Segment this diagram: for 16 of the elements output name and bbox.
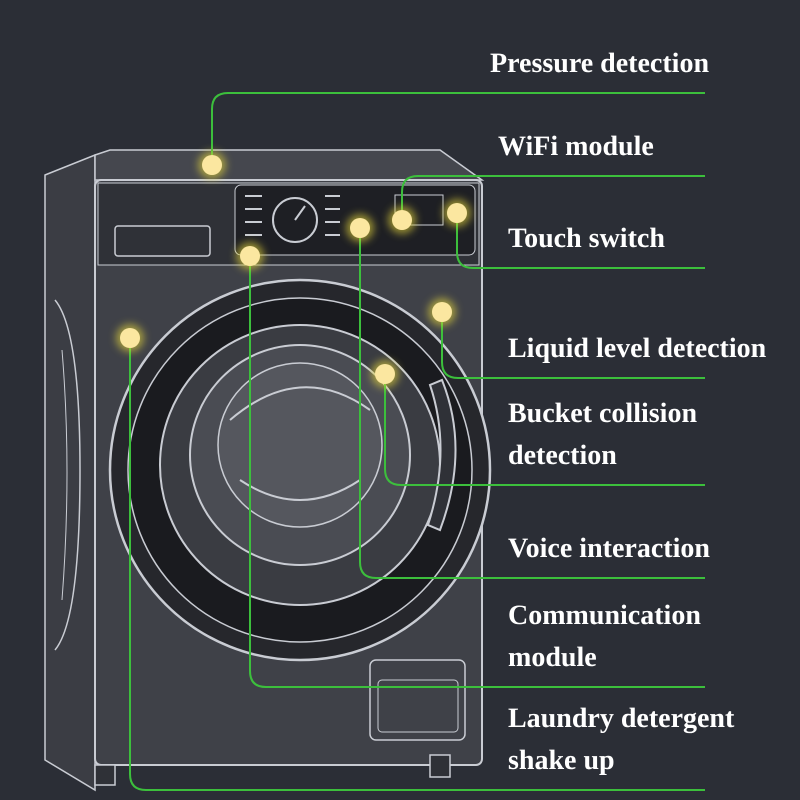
callout-label: Touch switch (508, 222, 666, 256)
callout-label: Pressure detection (490, 47, 710, 81)
leader-line (456, 223, 705, 269)
leader-line (211, 92, 705, 155)
callout-label: Communication module (508, 599, 702, 675)
callout-label: Voice interaction (508, 532, 711, 566)
leader-line (249, 266, 705, 688)
callout-label: Laundry detergent shake up (508, 702, 736, 778)
callout-label: Bucket collision detection (508, 397, 698, 473)
leader-line (129, 348, 705, 791)
callout-label: Liquid level detection (508, 332, 768, 366)
leader-line (384, 384, 705, 486)
leader-line (401, 175, 705, 210)
leader-line (359, 238, 705, 579)
leader-line (441, 322, 705, 379)
callout-label: WiFi module (498, 130, 655, 164)
